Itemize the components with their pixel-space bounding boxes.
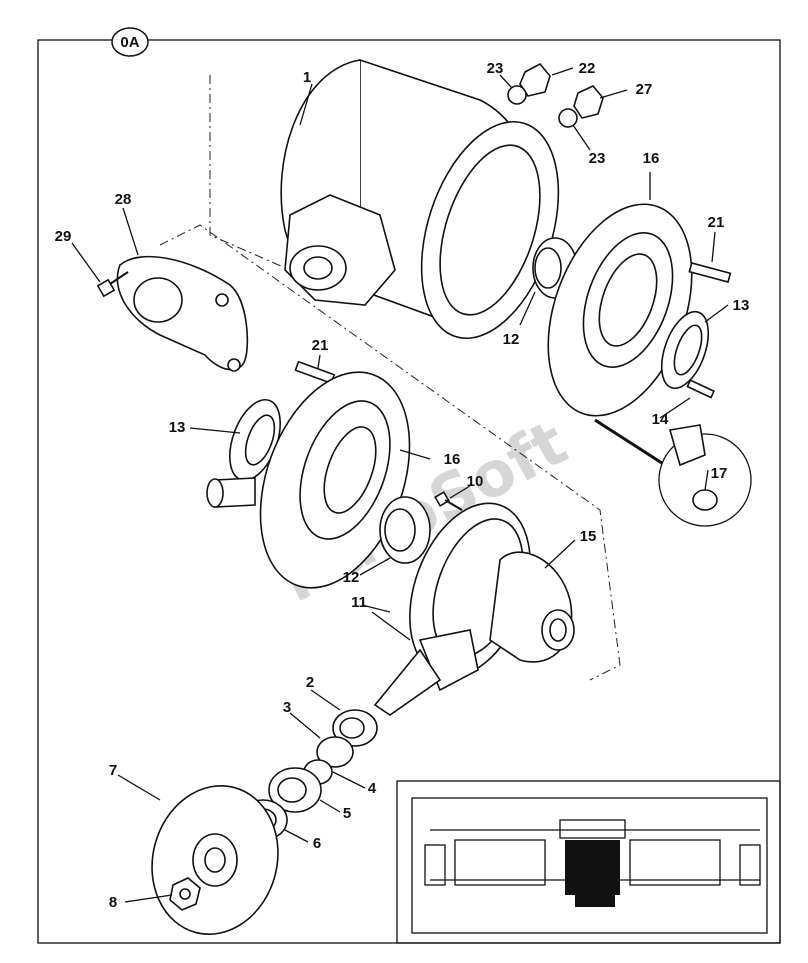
part-labels: 1 23 22 27 23 16 21 13 14 17 12 28 29 21… <box>55 60 750 911</box>
location-inset <box>396 780 781 944</box>
label-21-left: 21 <box>312 337 329 354</box>
label-16-left: 16 <box>444 451 461 468</box>
assembly-axis-mid <box>159 224 621 681</box>
label-14: 14 <box>652 411 669 428</box>
label-29: 29 <box>55 228 72 245</box>
view-tag: 0A <box>111 27 149 57</box>
assembly-axis-upper <box>209 75 291 271</box>
label-13-left: 13 <box>169 419 186 436</box>
label-11: 11 <box>351 594 367 611</box>
leader-lines <box>71 67 729 903</box>
label-12-upper: 12 <box>503 331 520 348</box>
detail-circle <box>658 424 752 527</box>
flange-nut <box>169 877 201 911</box>
adjusting-nut-left <box>229 399 281 481</box>
label-5: 5 <box>343 805 351 822</box>
label-15: 15 <box>580 528 597 545</box>
label-6: 6 <box>313 835 321 852</box>
pinion-bearing-outer <box>268 767 322 813</box>
label-4: 4 <box>368 780 377 797</box>
label-7: 7 <box>109 762 117 779</box>
detail-leader <box>594 418 666 467</box>
bracket-bolt <box>96 271 129 298</box>
label-12-lower: 12 <box>343 569 360 586</box>
label-23-top: 23 <box>487 60 504 77</box>
plug-top <box>507 62 551 105</box>
carrier-flange-right <box>547 203 693 417</box>
label-10: 10 <box>467 473 484 490</box>
mounting-bracket <box>116 255 249 372</box>
label-17: 17 <box>711 465 728 482</box>
label-1: 1 <box>303 69 311 86</box>
spring-pin <box>686 379 716 399</box>
label-16-right: 16 <box>643 150 660 167</box>
axle-housing <box>280 58 560 340</box>
ring-gear-bolt <box>434 491 463 511</box>
differential-case <box>489 551 575 663</box>
seal-cylinder <box>206 477 256 508</box>
plug-middle <box>558 85 604 128</box>
carrier-flange-left <box>259 371 411 589</box>
drive-pinion <box>373 629 479 716</box>
dowel-pin-left <box>294 360 336 385</box>
shim <box>316 736 354 768</box>
label-22: 22 <box>579 60 596 77</box>
label-27: 27 <box>636 81 653 98</box>
pinion-bearing-inner <box>332 709 378 747</box>
label-2: 2 <box>306 674 314 691</box>
adjusting-nut-right <box>660 310 710 390</box>
bearing-lower <box>379 496 431 564</box>
label-3: 3 <box>283 699 291 716</box>
label-23-bottom: 23 <box>589 150 606 167</box>
label-28: 28 <box>115 191 132 208</box>
label-21-right: 21 <box>708 214 725 231</box>
label-13-right: 13 <box>733 297 750 314</box>
dowel-pin-right <box>688 261 732 283</box>
svg-text:0A: 0A <box>120 34 139 51</box>
label-8: 8 <box>109 894 117 911</box>
